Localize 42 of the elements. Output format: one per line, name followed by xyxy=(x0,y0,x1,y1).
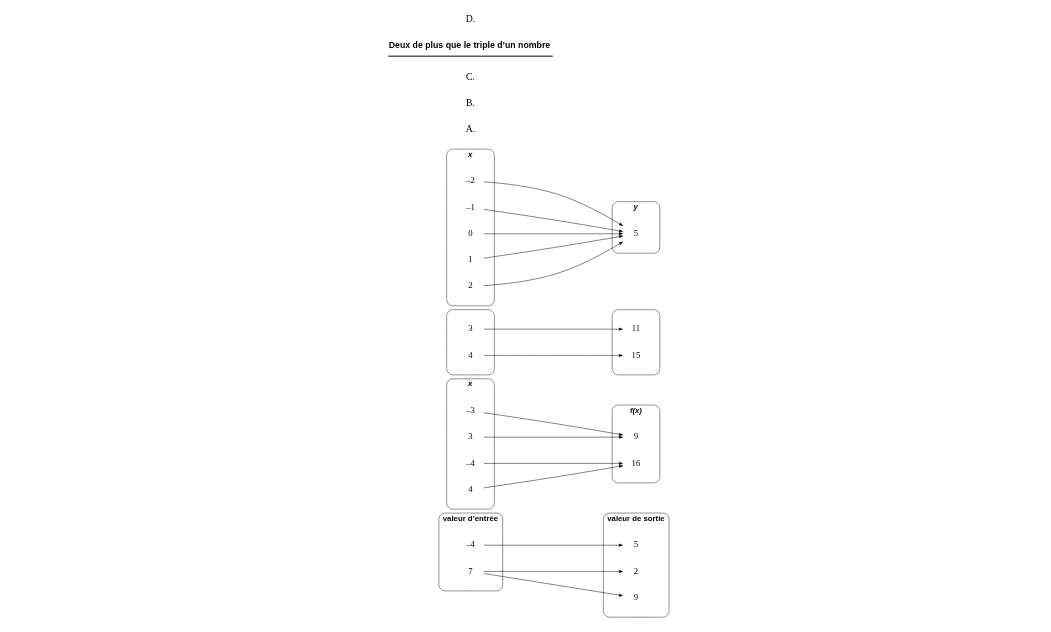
node-text: 16 xyxy=(631,457,640,468)
arrow xyxy=(482,209,623,233)
label: C. xyxy=(465,70,475,82)
arrow xyxy=(483,353,623,357)
arrow xyxy=(482,412,623,436)
node-text: 9 xyxy=(633,431,638,442)
cluster xyxy=(611,309,660,376)
node-text: –2 xyxy=(465,175,475,186)
node-text: 3 xyxy=(467,323,473,334)
node-text: 4 xyxy=(467,483,473,494)
arrow xyxy=(483,570,623,573)
label: D. xyxy=(465,13,475,25)
node-text: 1 xyxy=(467,254,473,265)
node-text: 9 xyxy=(633,591,638,602)
arrow xyxy=(482,464,623,489)
node-text: 7 xyxy=(467,565,473,576)
node-text: –4 xyxy=(465,539,475,550)
arrow xyxy=(483,543,623,547)
node-text: 2 xyxy=(467,280,473,291)
arrow xyxy=(483,462,623,465)
label: Deux de plus que le triple d’un nombre xyxy=(388,39,550,50)
node-text: 3 xyxy=(467,431,473,442)
node-text: 11 xyxy=(631,323,640,334)
label: A. xyxy=(465,123,475,135)
node-text: 5 xyxy=(633,539,638,550)
label: B. xyxy=(465,96,475,108)
cluster xyxy=(445,309,495,376)
arrow xyxy=(482,181,623,226)
arrow xyxy=(483,435,623,439)
node-text: 15 xyxy=(631,349,640,360)
arrow xyxy=(483,327,623,331)
node-text: 0 xyxy=(467,227,473,238)
arrow xyxy=(482,241,623,286)
node-text: –1 xyxy=(465,201,475,212)
node-text: –3 xyxy=(465,405,475,416)
node-text: 4 xyxy=(467,349,473,360)
node-text: 5 xyxy=(633,227,638,238)
node-text: –4 xyxy=(465,457,475,468)
arrow xyxy=(483,232,623,236)
arrow xyxy=(482,235,623,259)
node-text: 2 xyxy=(633,565,638,576)
arrow xyxy=(483,573,623,597)
